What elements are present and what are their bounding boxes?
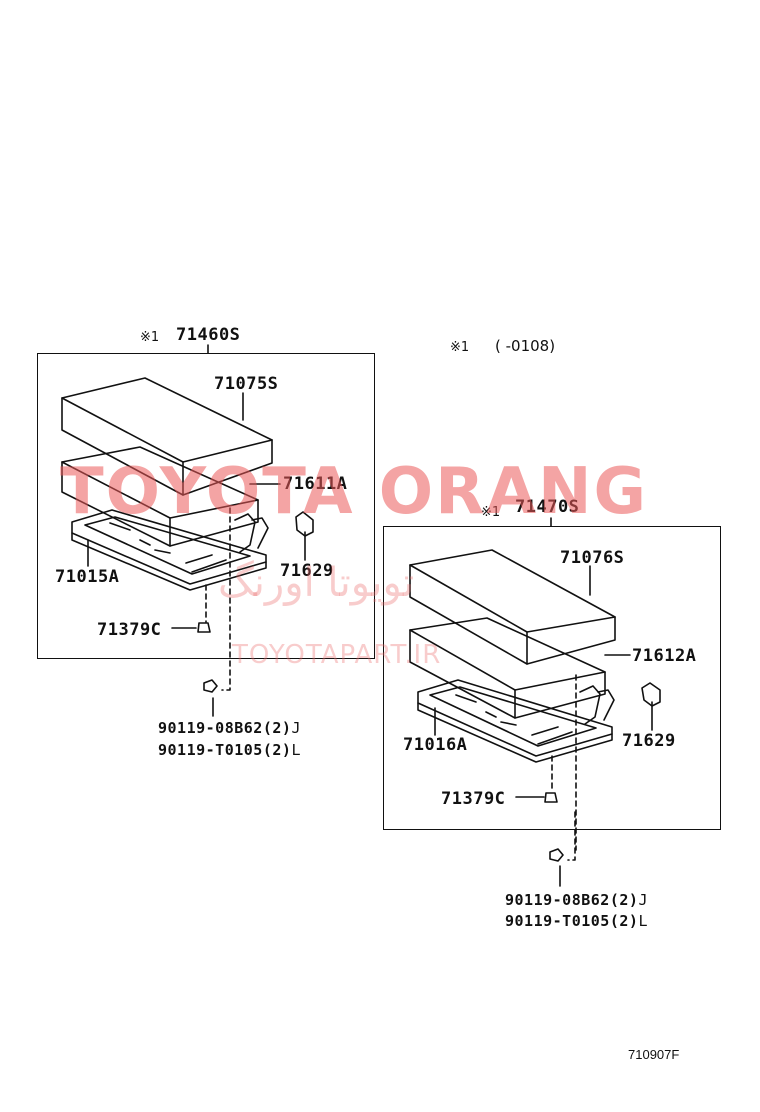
left-frame-part-number: 71015A [55, 567, 120, 587]
right-frame-drawing [417, 679, 615, 763]
left-bolt-part-number-2: 90119-T0105(2)L [158, 741, 301, 759]
left-cover-part-number: 71075S [214, 374, 279, 394]
left-bolt-part-number-1: 90119-08B62(2)J [158, 719, 301, 737]
right-assembly-part-number: 71470S [515, 497, 580, 517]
right-bolt-1-suffix: J [638, 891, 648, 909]
right-cover-part-number: 71076S [560, 548, 625, 568]
right-bolt-2-suffix: L [638, 912, 648, 930]
right-assembly-frame [383, 526, 721, 830]
watermark-persian: تویوتا اورنگ [218, 560, 415, 606]
right-bolt-part-number-1: 90119-08B62(2)J [505, 891, 648, 909]
left-assembly-frame [37, 353, 375, 659]
right-bolt-part-number-2: 90119-T0105(2)L [505, 912, 648, 930]
left-assembly-part-number: 71460S [176, 325, 241, 345]
right-clip-part-number: 71629 [622, 731, 676, 751]
footnote-range: ( -0108) [495, 337, 556, 355]
footnote-mark: ※1 [450, 340, 470, 355]
left-bolt-1-suffix: J [291, 719, 301, 737]
right-pad-part-number: 71612A [632, 646, 697, 666]
left-frame-drawing [71, 509, 269, 591]
watermark-brand: TOYOTA ORANG [60, 455, 649, 529]
figure-code: 710907F [628, 1047, 680, 1062]
left-nut-part-number: 71379C [97, 620, 162, 640]
left-bolt-2-suffix: L [291, 741, 301, 759]
left-cover-drawing [61, 377, 273, 496]
right-bolt-2-text: 90119-T0105(2) [505, 912, 639, 930]
left-pad-drawing [61, 446, 259, 547]
right-assembly-note-mark: ※1 [481, 505, 501, 520]
left-clip-part-number: 71629 [280, 561, 334, 581]
right-cover-drawing [409, 549, 616, 665]
left-bolt-2-text: 90119-T0105(2) [158, 741, 292, 759]
right-bolt-1-text: 90119-08B62(2) [505, 891, 639, 909]
right-frame-part-number: 71016A [403, 735, 468, 755]
watermark-url: TOYOTAPART.IR [232, 640, 442, 670]
right-nut-part-number: 71379C [441, 789, 506, 809]
left-bolt-1-text: 90119-08B62(2) [158, 719, 292, 737]
left-pad-part-number: 71611A [283, 474, 348, 494]
left-assembly-note-mark: ※1 [140, 330, 160, 345]
